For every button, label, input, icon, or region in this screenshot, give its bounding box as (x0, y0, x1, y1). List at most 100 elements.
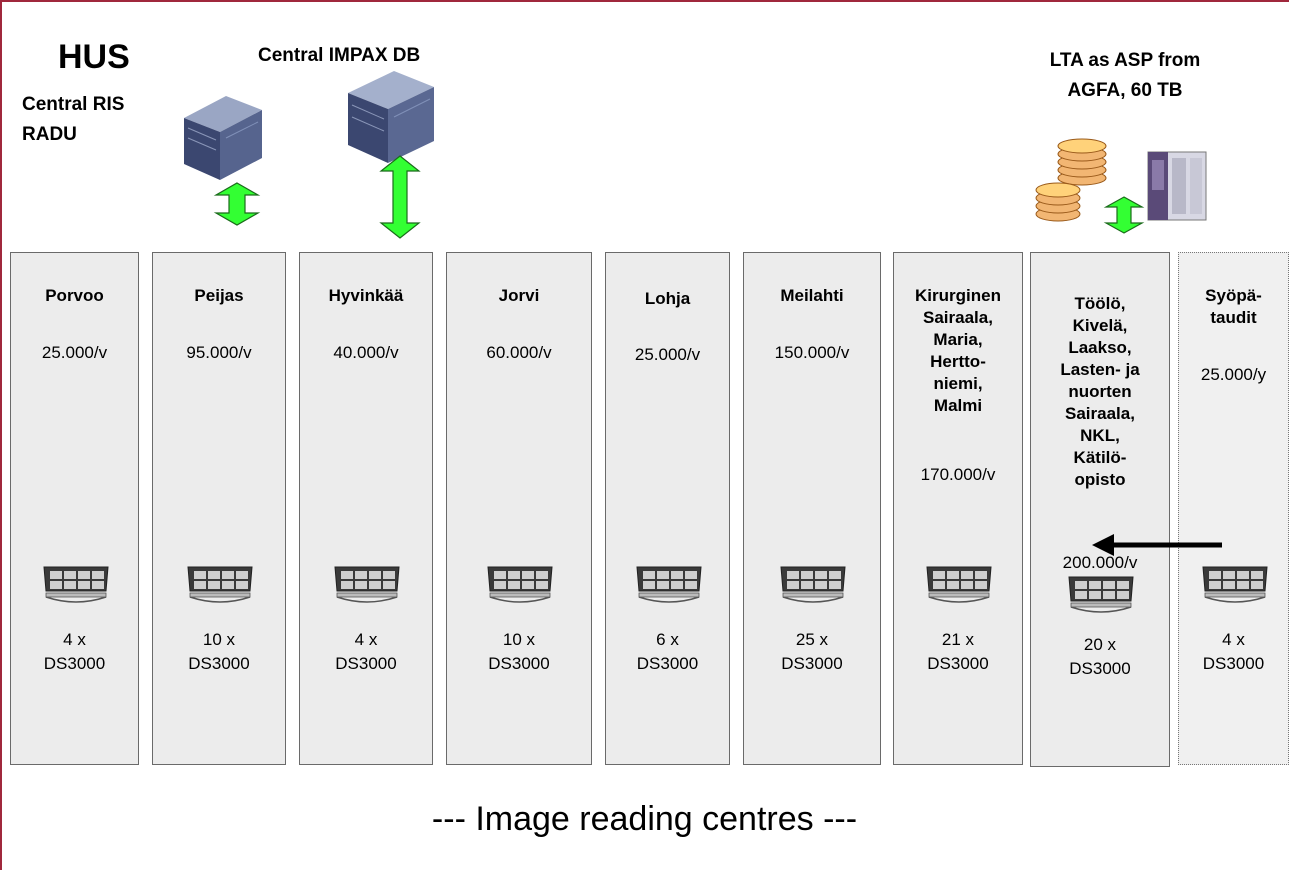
workstation-count: 4 x DS3000 (300, 628, 432, 676)
hus-title: HUS (58, 38, 130, 76)
workstation-icon (777, 563, 849, 607)
centre-name-line: Lasten- ja (1060, 360, 1140, 379)
hus-subtitle: Central RIS RADU (22, 90, 124, 150)
centre-name: Porvoo (11, 285, 138, 307)
centre-name-line: niemi, (933, 374, 983, 393)
double-arrow-icon (213, 182, 261, 226)
workstation-model: DS3000 (781, 654, 843, 673)
workstation-model: DS3000 (335, 654, 397, 673)
workstation-count: 4 x DS3000 (11, 628, 138, 676)
centre-name-line: Lohja (644, 289, 691, 308)
reading-centre-column: Hyvinkää 40.000/v 4 x DS3000 (299, 252, 433, 765)
centre-name-line: Hertto- (930, 352, 986, 371)
double-arrow-icon (1103, 196, 1145, 234)
study-volume: 150.000/v (774, 343, 850, 362)
centre-name: Meilahti (744, 285, 880, 307)
centre-name-line: Töölö, (1074, 294, 1126, 313)
frame-left-border (0, 0, 2, 870)
impax-label: Central IMPAX DB (258, 45, 421, 66)
centre-name-line: Syöpä- (1205, 286, 1262, 305)
study-volume: 95.000/v (186, 343, 252, 362)
workstation-quantity: 10 x (202, 630, 236, 649)
centre-name-line: Porvoo (45, 286, 104, 305)
storage-disks-icon (1035, 138, 1107, 222)
study-volume: 60.000/v (486, 343, 552, 362)
workstation-count: 10 x DS3000 (153, 628, 285, 676)
workstation-count: 6 x DS3000 (606, 628, 729, 676)
centre-name-line: Malmi (933, 396, 983, 415)
centre-name-line: NKL, (1080, 426, 1120, 445)
workstation-count: 20 x DS3000 (1031, 633, 1169, 681)
workstation-quantity: 4 x (63, 630, 86, 649)
left-arrow-icon (1092, 534, 1222, 556)
workstation-model: DS3000 (927, 654, 989, 673)
workstation-quantity: 10 x (502, 630, 536, 649)
centre-name: Lohja (606, 288, 729, 310)
workstation-icon (40, 563, 112, 607)
reading-centre-column: Peijas 95.000/v 10 x DS3000 (152, 252, 286, 765)
workstation-icon (633, 563, 705, 607)
study-volume: 40.000/v (333, 343, 399, 362)
study-volume: 25.000/v (41, 343, 108, 362)
workstation-model: DS3000 (1202, 654, 1265, 673)
centre-name-line: nuorten (1068, 382, 1132, 401)
centre-name-line: Jorvi (498, 286, 540, 305)
image-reading-centres-label: --- Image reading centres --- (431, 800, 858, 838)
workstation-model: DS3000 (43, 654, 106, 673)
workstation-count: 10 x DS3000 (447, 628, 591, 676)
workstation-model: DS3000 (636, 654, 699, 673)
reading-centre-column: Lohja 25.000/v 6 x DS3000 (605, 252, 730, 765)
study-volume: 170.000/v (920, 465, 996, 484)
centre-name-line: Peijas (194, 286, 244, 305)
lta-label: LTA as ASP from AGFA, 60 TB (1005, 46, 1245, 106)
centre-name-line: Sairaala, (1065, 404, 1135, 423)
workstation-icon (1199, 563, 1271, 607)
study-volume: 25.000/v (634, 345, 701, 364)
centre-name-line: Hyvinkää (328, 286, 404, 305)
workstation-icon (484, 563, 556, 607)
centre-name: Syöpä-taudit (1179, 285, 1288, 329)
double-arrow-icon (379, 155, 421, 239)
workstation-icon (923, 563, 995, 607)
workstation-quantity: 4 x (354, 630, 378, 649)
centre-name-line: taudit (1210, 308, 1257, 327)
centre-name-line: opisto (1074, 470, 1126, 489)
tape-library-icon (1147, 151, 1207, 221)
centre-name: Hyvinkää (300, 285, 432, 307)
centre-name: Peijas (153, 285, 285, 307)
centre-name-line: Meilahti (780, 286, 844, 305)
workstation-count: 4 x DS3000 (1179, 628, 1288, 676)
server-icon (184, 96, 262, 180)
workstation-quantity: 21 x (941, 630, 975, 649)
centre-name: Jorvi (447, 285, 591, 307)
lta-line-2: AGFA, 60 TB (1067, 80, 1183, 101)
workstation-count: 21 x DS3000 (894, 628, 1022, 676)
radu-label: RADU (22, 124, 77, 145)
centre-name-line: Kätilö- (1073, 448, 1127, 467)
central-ris-label: Central RIS (22, 94, 125, 115)
workstation-quantity: 4 x (1222, 630, 1245, 649)
workstation-model: DS3000 (488, 654, 550, 673)
reading-centre-column: Jorvi 60.000/v 10 x DS3000 (446, 252, 592, 765)
workstation-icon (1065, 573, 1137, 617)
workstation-model: DS3000 (188, 654, 250, 673)
workstation-quantity: 20 x (1083, 635, 1117, 654)
frame-top-border (0, 0, 1289, 2)
workstation-icon (184, 563, 256, 607)
centre-name-line: Kivelä, (1072, 316, 1128, 335)
reading-centre-column: Porvoo 25.000/v 4 x DS3000 (10, 252, 139, 765)
study-volume: 200.000/v (1062, 553, 1138, 572)
workstation-model: DS3000 (1069, 659, 1131, 678)
workstation-quantity: 6 x (656, 630, 679, 649)
centre-name-line: Laakso, (1068, 338, 1132, 357)
lta-line-1: LTA as ASP from (1049, 50, 1201, 71)
centre-name-line: Maria, (933, 330, 983, 349)
workstation-icon (331, 563, 403, 607)
centre-name-line: Sairaala, (923, 308, 993, 327)
